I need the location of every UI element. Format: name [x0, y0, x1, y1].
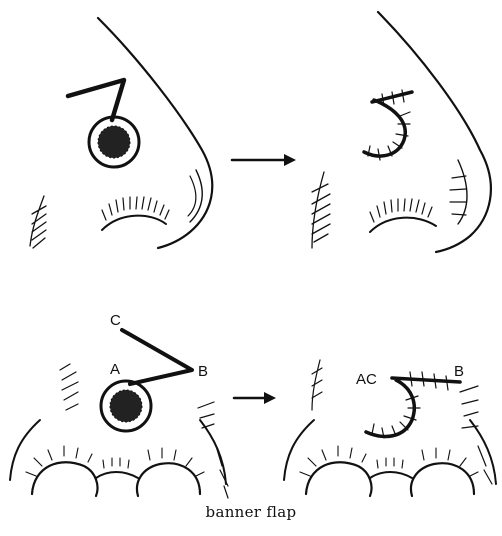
arrow-right-bottom [234, 392, 276, 404]
alar-groove-suture [450, 176, 466, 215]
label-ac: AC [356, 371, 377, 388]
profile-before-panel [30, 18, 212, 248]
nostril-left [32, 462, 98, 496]
frontal-before-panel: C A B [10, 312, 228, 498]
nose-outline-left [10, 420, 40, 480]
nose-outline-left [284, 420, 314, 480]
flap-line [122, 330, 192, 384]
sutured-flap-line [366, 378, 460, 436]
nostril-left [306, 462, 372, 496]
label-c: C [110, 312, 121, 329]
lesion-dots [110, 390, 142, 422]
nostril-right [137, 463, 200, 496]
flap-line [68, 80, 124, 120]
cheek-hatch-right [198, 402, 228, 498]
profile-after-panel [312, 12, 491, 252]
cheek-hatch-right [460, 386, 492, 484]
ala-rim [102, 216, 166, 230]
ala-rim [370, 218, 436, 232]
label-b-after: B [454, 363, 464, 380]
frontal-after-panel: AC B [284, 360, 496, 496]
figure-caption: banner flap [0, 503, 502, 521]
cheek-hatch-left [60, 364, 78, 410]
alar-groove-line-2 [188, 176, 196, 216]
cheek-hatching [30, 196, 46, 248]
columella [96, 472, 138, 478]
nostril-right [411, 463, 474, 496]
arrow-right-top [232, 154, 296, 166]
label-a: A [110, 361, 120, 378]
cheek-hatching [312, 172, 330, 248]
lesion-dots [98, 126, 130, 158]
cheek-hatch-left [312, 360, 322, 410]
nose-profile-line [378, 12, 491, 252]
label-b: B [198, 363, 208, 380]
columella [370, 472, 412, 478]
